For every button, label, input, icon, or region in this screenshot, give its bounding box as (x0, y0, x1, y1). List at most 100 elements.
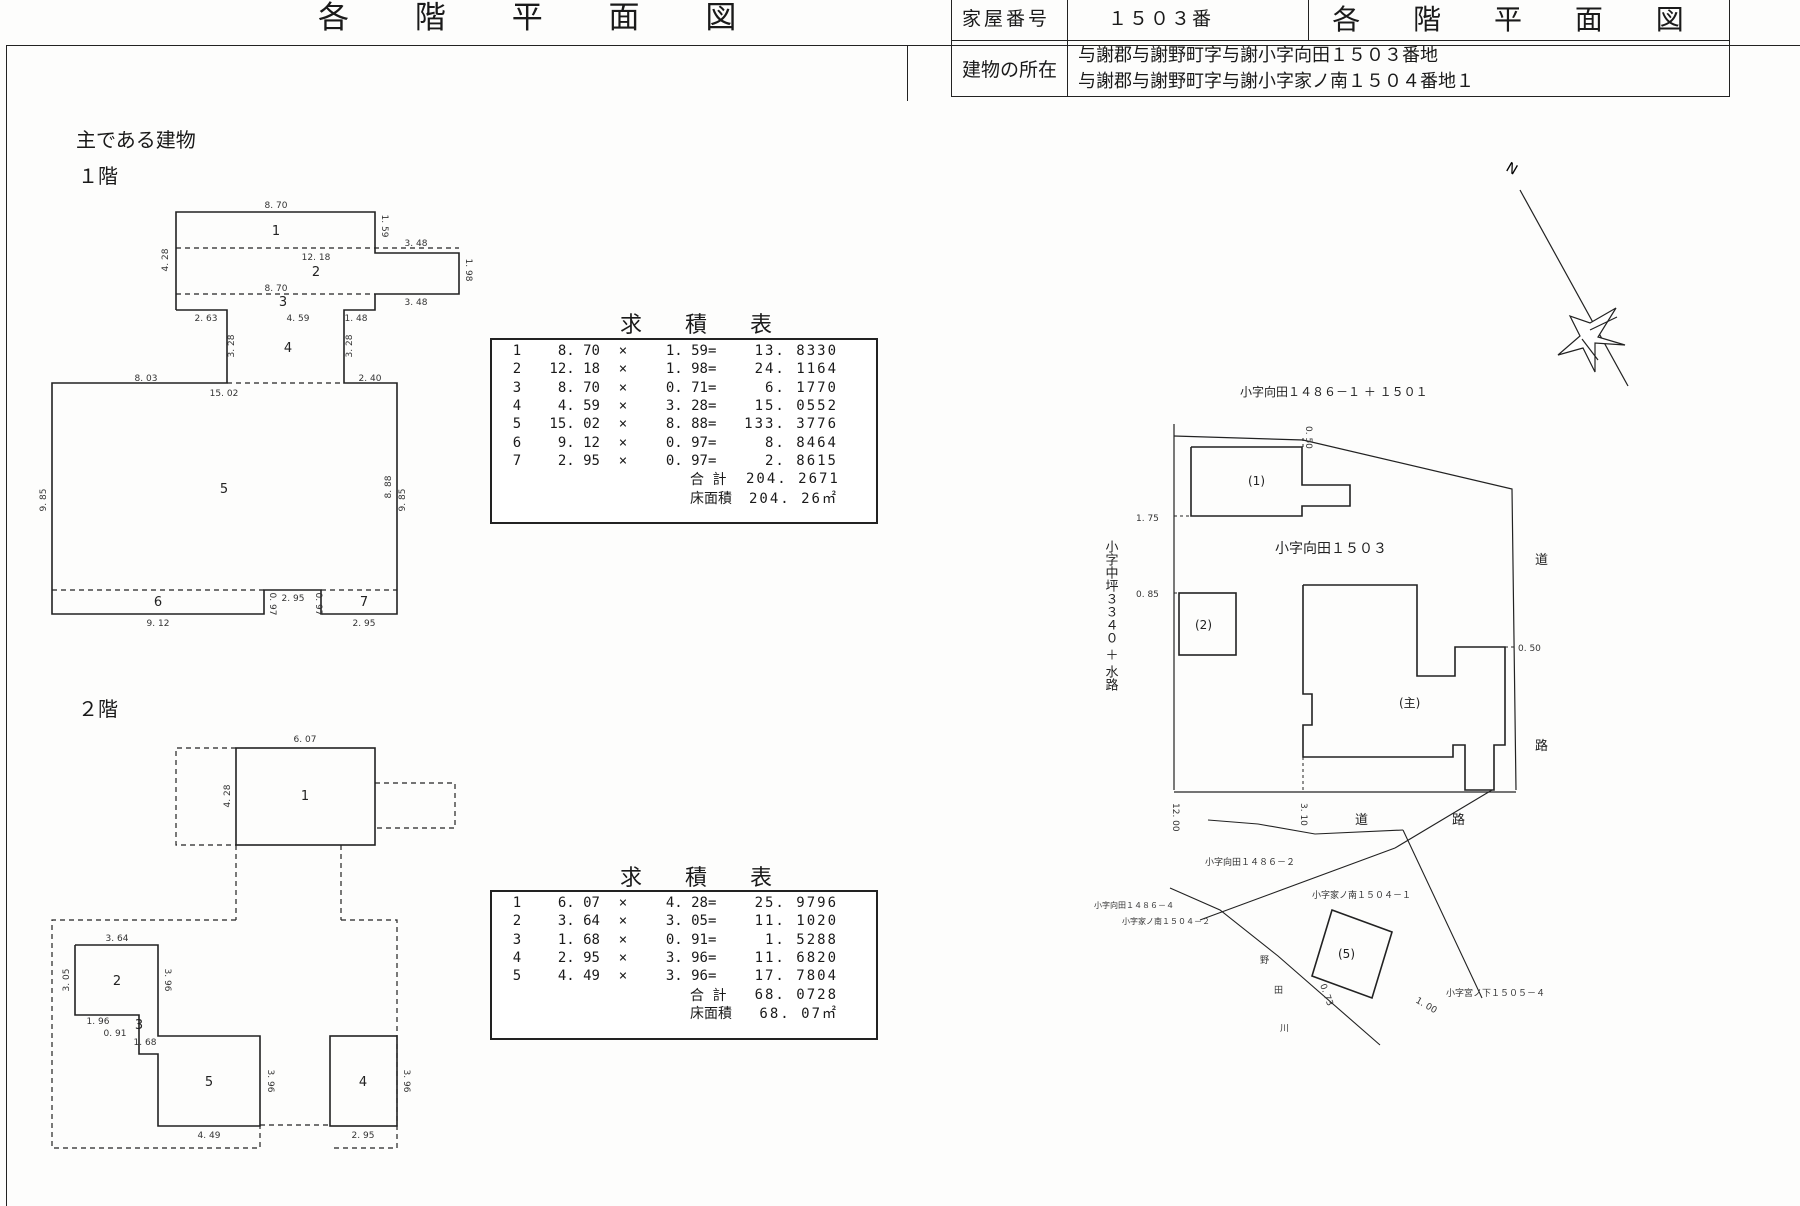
site-building-2-label: (2) (1195, 618, 1212, 632)
site-dim-1200: 12. 00 (1170, 803, 1180, 832)
floor1-dim-912: 9. 12 (147, 619, 170, 629)
site-road-right-1: 道 (1535, 553, 1548, 568)
floor1-dim-295b: 2. 95 (353, 619, 376, 629)
floor2-room-2: 2 (113, 974, 121, 989)
site-lot-1486-2: 小字向田１４８６－２ (1205, 856, 1295, 868)
floor2-dim-091: 0. 91 (104, 1029, 127, 1039)
site-building-1 (1190, 446, 1351, 517)
floor1-room-7: 7 (360, 595, 368, 610)
site-lot-1505-4: 小字宮ノ下１５０５－４ (1446, 987, 1545, 999)
floor1-dim-295a: 2. 95 (282, 594, 305, 604)
floor1-room-6: 6 (154, 595, 162, 610)
site-label-left-lot: 小字中坪３３４０ ＋ 水路 (1103, 540, 1119, 692)
floor2-dim-396b: 3. 96 (265, 1070, 275, 1093)
floor1-dim-top: 8. 70 (265, 201, 288, 211)
site-building-1-label: (1) (1248, 474, 1265, 488)
floor1-dim-888: 8. 88 (384, 475, 394, 498)
site-dim-050b: 0. 50 (1518, 644, 1541, 654)
site-field-1: 野 (1260, 955, 1269, 966)
table2-title: 求 積 表 (620, 866, 790, 891)
floor1-dim-459: 4. 59 (287, 314, 310, 324)
floor1-dim-428: 4. 28 (161, 248, 171, 271)
floor1-dim-803: 8. 03 (135, 374, 158, 384)
floor1-dim-328b: 3. 28 (345, 334, 355, 357)
house-number-label: 家屋番号 (950, 0, 1069, 41)
floor2-room-5: 5 (205, 1075, 213, 1090)
floor1-room-5: 5 (220, 482, 228, 497)
site-label-top-lot: 小字向田１４８６－１ ＋ １５０１ (1240, 384, 1428, 399)
floor2-dim-168: 1. 68 (134, 1038, 157, 1048)
site-dim-085: 0. 85 (1136, 590, 1159, 600)
floor1-dim-148: 1. 48 (345, 314, 368, 324)
floor2-room-1: 1 (301, 789, 309, 804)
floor1-room-4: 4 (284, 341, 292, 356)
location-label: 建物の所在 (950, 40, 1069, 97)
site-road-right-2: 路 (1535, 738, 1548, 754)
floor1-dim-1218: 12. 18 (302, 253, 331, 263)
floor1-room-2: 2 (312, 265, 320, 280)
floor2-room-4: 4 (359, 1075, 367, 1090)
location-value: 与謝郡与謝野町字与謝小字向田１５０３番地 与謝郡与謝野町字与謝小字家ノ南１５０４… (1067, 40, 1731, 97)
floor1-dim-985a: 9. 85 (39, 489, 49, 512)
site-dim-310: 3. 10 (1298, 803, 1308, 826)
floor1-label: １階 (78, 164, 118, 188)
main-building-label: 主である建物 (76, 128, 196, 152)
site-road-bottom-2: 路 (1452, 812, 1465, 828)
site-building-5 (1311, 908, 1393, 1000)
site-building-main (1302, 584, 1506, 791)
floor1-dim-159: 1. 59 (379, 215, 389, 238)
site-building-5-label: (5) (1338, 947, 1355, 961)
floor1-dim-1502: 15. 02 (210, 389, 239, 399)
left-drawing-title: 各 階 平 面 図 (318, 0, 765, 36)
location-line-1: 与謝郡与謝野町字与謝小字向田１５０３番地 (1078, 44, 1439, 66)
floor1-dim-870b: 8. 70 (265, 284, 288, 294)
floor2-dim-607: 6. 07 (294, 735, 317, 745)
site-lot-1504-2: 小字家ノ南１５０４－２ (1122, 916, 1210, 926)
floor2-dim-364: 3. 64 (106, 934, 129, 944)
location-line-2: 与謝郡与謝野町字与謝小字家ノ南１５０４番地１ (1078, 70, 1475, 92)
site-boundary-top (1173, 435, 1517, 791)
floor1-dim-097b: 0. 97 (313, 593, 323, 616)
site-building-main-label: (主) (1399, 696, 1420, 710)
site-field-2: 田 (1274, 985, 1283, 996)
floor1-plan: 1 2 3 4 5 6 7 8. 70 1. 59 3. 48 12. 18 1… (39, 201, 473, 1149)
floor2-outline (74, 747, 398, 1127)
floor2-label: ２階 (78, 697, 118, 721)
site-dim-175: 1. 75 (1136, 514, 1159, 524)
floor1-dim-097a: 0. 97 (267, 593, 277, 616)
site-road-bottom-1: 道 (1355, 813, 1368, 828)
floor1-dim-240: 2. 40 (359, 374, 382, 384)
floor1-dim-348b: 3. 48 (405, 298, 428, 308)
north-label: N (1503, 160, 1520, 179)
floor2-dim-428: 4. 28 (223, 784, 233, 807)
site-river: 川 (1280, 1024, 1289, 1034)
site-label-center-lot: 小字向田１５０３ (1275, 541, 1387, 557)
site-lot-1486-4: 小字向田１４８６－４ (1094, 900, 1174, 910)
site-dim-050a: 0. 50 (1303, 426, 1313, 449)
floor2-dim-295: 2. 95 (352, 1131, 375, 1141)
site-lot-1504-1: 小字家ノ南１５０４－１ (1312, 889, 1411, 901)
site-dim-100: 1. 00 (1414, 996, 1439, 1016)
header-info-table: 家屋番号 １５０３番 各 階 平 面 図 建物の所在 与謝郡与謝野町字与謝小字向… (950, 0, 1731, 97)
floor1-room-1: 1 (272, 224, 280, 239)
floor2-outline-floor1 (51, 747, 456, 1149)
site-map: N 小字向田１４８６－１ ＋ １５０１ 小字向田１５０３ 小字中坪３３４０ ＋ … (1094, 160, 1629, 1046)
right-drawing-title: 各 階 平 面 図 (1308, 0, 1731, 41)
floor1-dim-348a: 3. 48 (405, 239, 428, 249)
floor2-dim-396c: 3. 96 (401, 1070, 411, 1093)
